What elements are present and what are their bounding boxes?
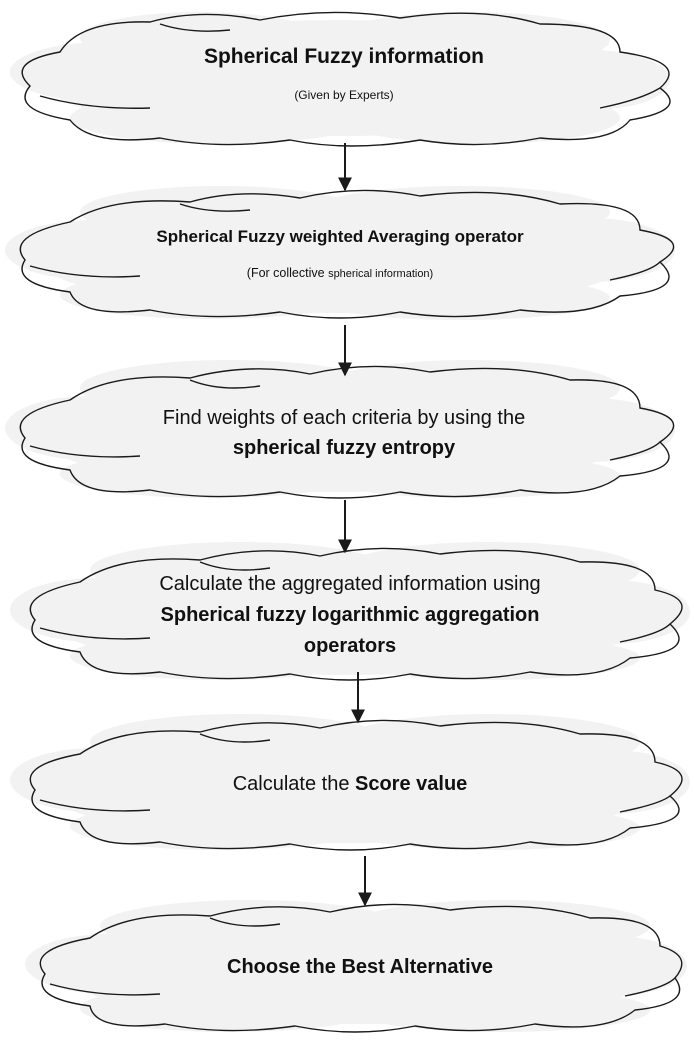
step-5-text-part-b: Score value bbox=[355, 773, 468, 795]
cloud-step-1 bbox=[10, 11, 671, 147]
step-3-line-1: Find weights of each criteria by using t… bbox=[162, 407, 526, 429]
step-1-title: Spherical Fuzzy information bbox=[203, 45, 485, 68]
step-2-subtitle-part-a: (For collective bbox=[246, 266, 329, 280]
step-2-subtitle: (For collective spherical information) bbox=[130, 266, 550, 282]
step-5-text-part-a: Calculate the bbox=[232, 773, 355, 795]
step-1-subtitle: (Given by Experts) bbox=[294, 88, 394, 102]
step-5-text: Calculate the Score value bbox=[90, 772, 610, 797]
step-4-line-3: operators bbox=[303, 635, 397, 657]
cloud-step-3 bbox=[5, 360, 675, 499]
step-3-line-2: spherical fuzzy entropy bbox=[232, 437, 456, 459]
cloud-step-4 bbox=[10, 542, 690, 681]
step-2-subtitle-part-b: spherical information) bbox=[328, 268, 434, 280]
cloud-step-5 bbox=[10, 714, 690, 851]
step-4-line-1: Calculate the aggregated information usi… bbox=[159, 573, 541, 595]
step-4-line-2: Spherical fuzzy logarithmic aggregation bbox=[160, 604, 540, 626]
cloud-step-6 bbox=[25, 900, 687, 1033]
cloud-step-2 bbox=[5, 186, 675, 320]
step-2-title: Spherical Fuzzy weighted Averaging opera… bbox=[156, 227, 524, 246]
step-6-title: Choose the Best Alternative bbox=[227, 956, 493, 978]
